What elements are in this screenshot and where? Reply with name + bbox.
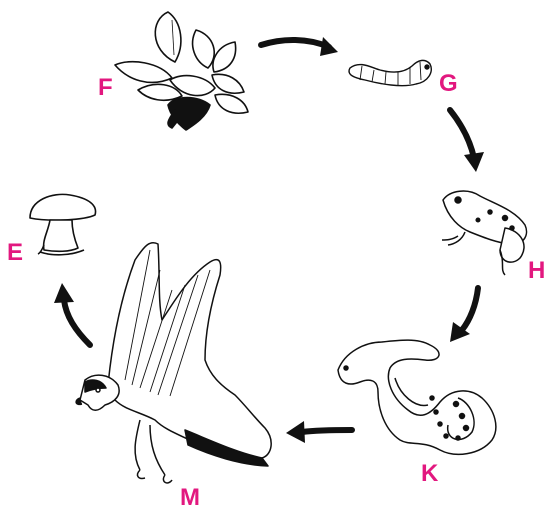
arrow-h-to-k (459, 285, 481, 333)
caterpillar-icon (348, 59, 432, 87)
arrow-f-to-g (258, 36, 332, 50)
label-m: M (180, 484, 200, 511)
arrow-g-to-h (447, 107, 477, 161)
arrow-m-to-e (61, 297, 93, 348)
label-e: E (7, 239, 24, 266)
frog-icon (441, 190, 528, 276)
mushroom-icon (29, 193, 97, 256)
arrow-k-to-m (299, 427, 355, 435)
snake-icon (337, 339, 497, 456)
arrow-k-to-m-head (286, 421, 305, 443)
arrow-m-to-e-head (54, 283, 74, 303)
arrow-g-to-h-head (464, 152, 484, 172)
label-h: H (528, 257, 546, 284)
plant-icon (114, 11, 249, 131)
arrow-h-to-k-head (450, 322, 470, 342)
label-f: F (98, 74, 113, 101)
falcon-icon (75, 241, 272, 484)
arrow-f-to-g-head (320, 37, 338, 56)
label-k: K (421, 460, 439, 487)
label-g: G (439, 70, 458, 97)
